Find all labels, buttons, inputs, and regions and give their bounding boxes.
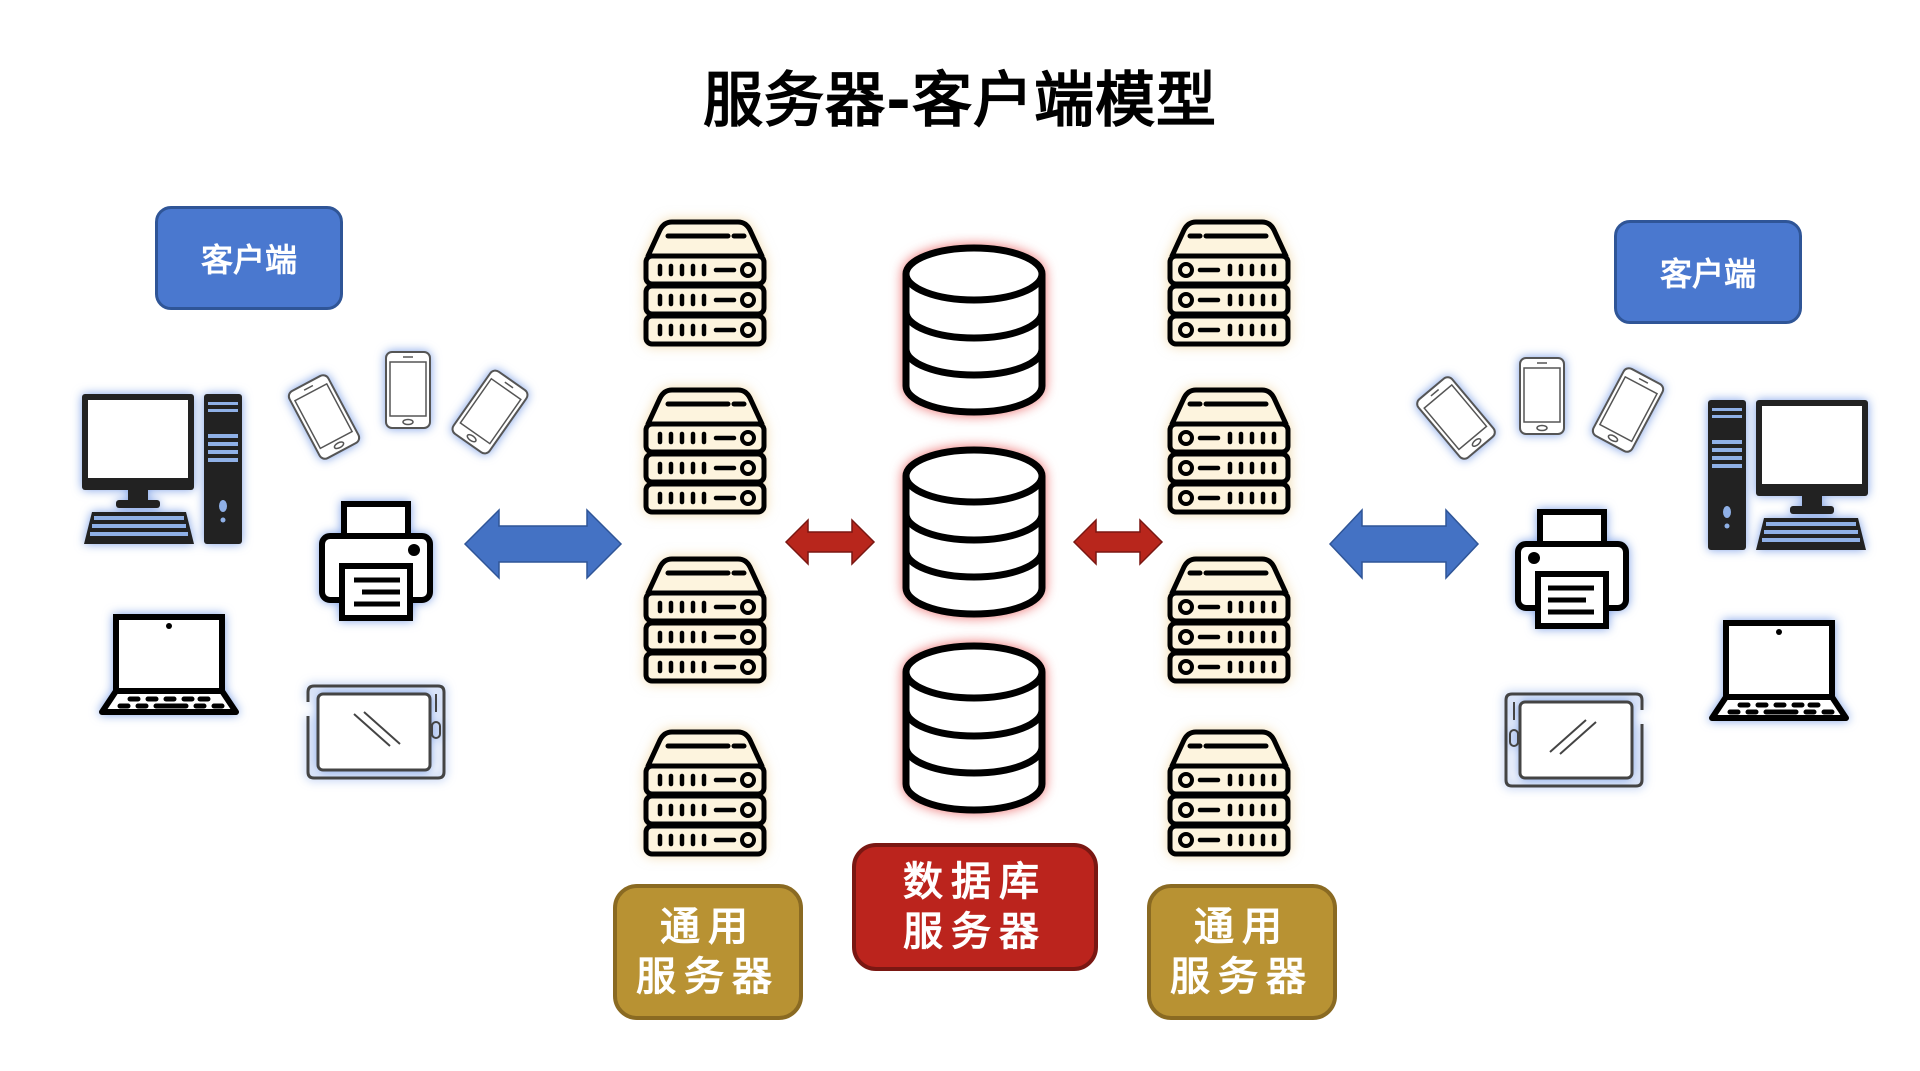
tablet-icon-left: [306, 684, 446, 780]
general-server-icon-right-1: [1162, 220, 1296, 350]
bidirectional-arrow-blue-left: [463, 508, 623, 580]
diagram-title: 服务器-客户端模型: [703, 66, 1217, 136]
smartphone-icon-left-1: [285, 372, 363, 462]
smartphone-icon-left-3: [449, 367, 531, 457]
bidirectional-arrow-red-right: [1072, 518, 1164, 566]
database-icon-3: [902, 642, 1046, 816]
smartphone-icon-right-3: [1589, 365, 1667, 455]
database-server-label: 数据库 服务器: [852, 843, 1098, 971]
laptop-icon-right: [1710, 620, 1850, 722]
client-label-left: 客户端: [155, 206, 343, 310]
printer-icon-left: [318, 500, 438, 624]
database-server-label-line1: 数据库: [903, 859, 1047, 905]
general-server-label-right: 通用 服务器: [1147, 884, 1337, 1020]
general-server-icon-right-3: [1162, 557, 1296, 687]
smartphone-icon-left-2: [385, 351, 431, 429]
general-server-label-right-line1: 通用: [1194, 904, 1290, 950]
printer-icon-right: [1514, 508, 1634, 632]
client-label-right: 客户端: [1614, 220, 1802, 324]
smartphone-icon-right-2: [1519, 357, 1565, 435]
bidirectional-arrow-blue-right: [1328, 508, 1480, 580]
database-icon-2: [902, 446, 1046, 620]
database-icon-1: [902, 244, 1046, 418]
general-server-label-right-line2: 服务器: [1170, 954, 1314, 1000]
general-server-label-left: 通用 服务器: [613, 884, 803, 1020]
smartphone-icon-right-1: [1413, 373, 1499, 463]
general-server-icon-right-4: [1162, 730, 1296, 860]
general-server-label-left-line2: 服务器: [636, 954, 780, 1000]
general-server-icon-left-2: [638, 388, 772, 518]
general-server-icon-right-2: [1162, 388, 1296, 518]
desktop-computer-icon-left: [82, 394, 242, 544]
general-server-icon-left-1: [638, 220, 772, 350]
general-server-icon-left-3: [638, 557, 772, 687]
laptop-icon-left: [100, 614, 240, 716]
desktop-computer-icon-right: [1708, 400, 1868, 550]
bidirectional-arrow-red-left: [784, 518, 876, 566]
general-server-icon-left-4: [638, 730, 772, 860]
general-server-label-left-line1: 通用: [660, 904, 756, 950]
database-server-label-line2: 服务器: [903, 909, 1047, 955]
tablet-icon-right: [1504, 692, 1644, 788]
